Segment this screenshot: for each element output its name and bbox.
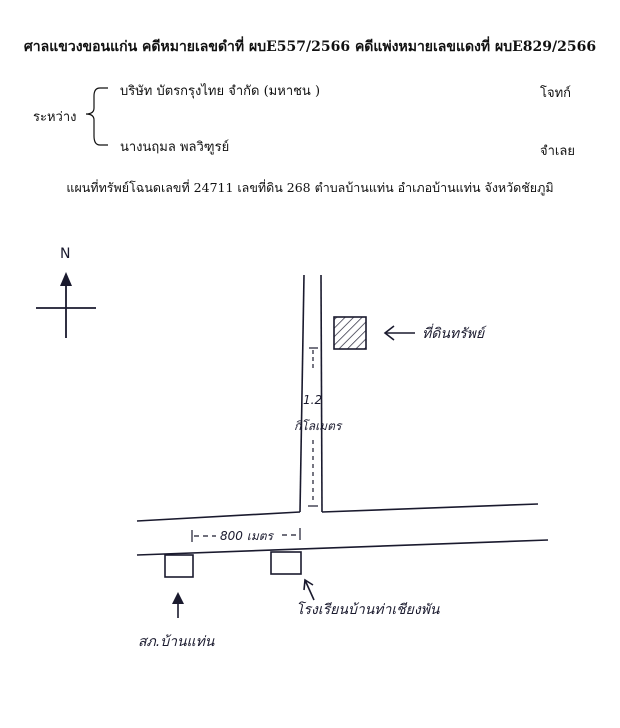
school-label: โรงเรียนบ้านท่าเชียงพัน (296, 601, 440, 618)
bottom-distance-marker: 800 เมตร (191, 528, 301, 543)
map-subtitle: แผนที่ทรัพย์โฉนดเลขที่ 24711 เลขที่ดิน 2… (66, 180, 554, 195)
school-building (270, 551, 302, 575)
party-brace (85, 87, 108, 146)
property-label: ที่ดินทรัพย์ (422, 323, 487, 342)
school-pointer: โรงเรียนบ้านท่าเชียงพัน (296, 578, 440, 618)
between-label: ระหว่าง (33, 110, 77, 125)
vertical-road (299, 274, 323, 513)
plaintiff-role: โจทก์ (540, 86, 572, 101)
defendant-name: นางนฤมล พลวิฑูรย์ (120, 140, 230, 155)
north-label: N (60, 246, 70, 262)
police-arrow-icon (172, 592, 184, 604)
road-distance-unit: กิโลเมตร (294, 419, 343, 433)
property-parcel (333, 316, 367, 350)
bottom-distance: 800 เมตร (220, 529, 275, 543)
road-distance-value: 1.2 (303, 393, 322, 407)
defendant-role: จำเลย (540, 144, 575, 159)
school-arrow-icon (303, 578, 314, 591)
main-road-top-left (136, 511, 301, 522)
police-pointer: สภ.บ้านแท่น (138, 592, 215, 650)
road-right-edge (320, 274, 323, 513)
police-label: สภ.บ้านแท่น (138, 634, 215, 650)
plaintiff-name: บริษัท บัตรกรุงไทย จำกัด (มหาชน ) (120, 84, 321, 99)
page-title: ศาลแขวงขอนแก่น คดีหมายเลขดำที่ ผบE557/25… (23, 39, 597, 55)
north-compass: N (36, 246, 96, 338)
police-station-building (164, 554, 194, 578)
main-road-bottom (136, 539, 549, 556)
property-pointer: ที่ดินทรัพย์ (383, 323, 487, 342)
main-road-top-right (321, 503, 539, 513)
road-distance-marker: 1.2 กิโลเมตร (294, 347, 343, 507)
property-arrow-icon (383, 325, 395, 341)
main-road (136, 503, 549, 556)
north-arrow-icon (60, 272, 72, 286)
school-arrow-shaft (304, 579, 315, 601)
road-left-edge (299, 274, 305, 513)
